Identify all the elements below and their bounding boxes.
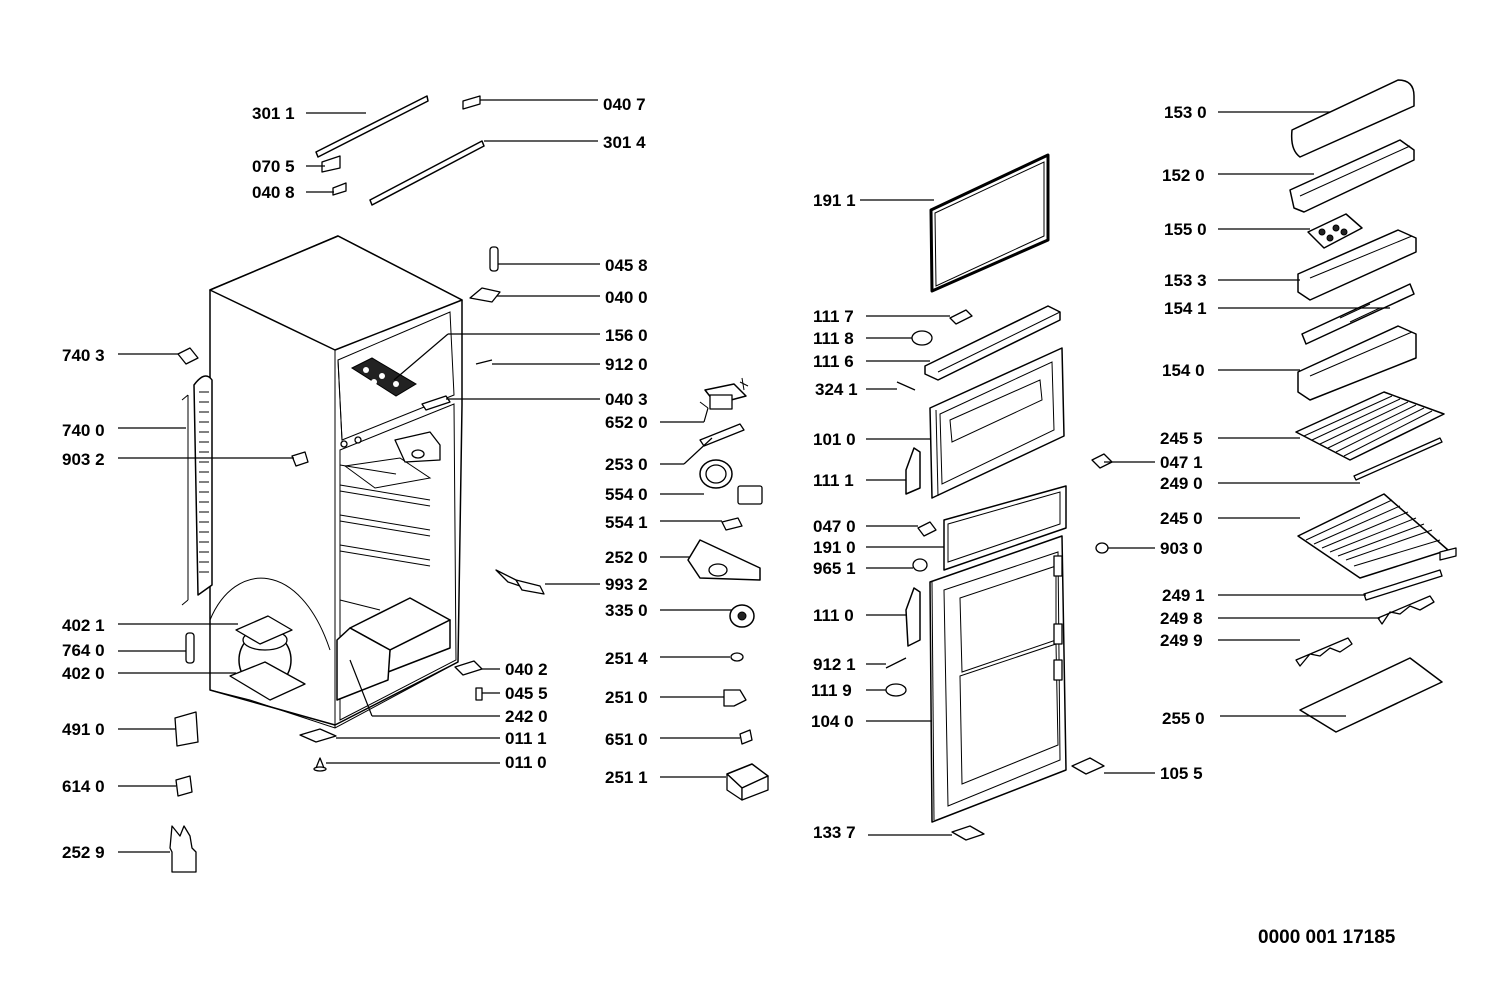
label-111-7: 111 7 bbox=[813, 307, 854, 326]
label-155-0: 155 0 bbox=[1164, 220, 1207, 239]
label-249-1: 249 1 bbox=[1162, 586, 1205, 605]
label-045-8: 045 8 bbox=[605, 256, 648, 275]
label-111-1: 111 1 bbox=[813, 471, 854, 490]
top-strips bbox=[315, 95, 485, 206]
label-965-1: 965 1 bbox=[813, 559, 856, 578]
label-040-2: 040 2 bbox=[505, 660, 548, 679]
freezer-shelf-holder bbox=[350, 357, 417, 397]
diagram-reference-number: 0000 001 17185 bbox=[1258, 927, 1396, 948]
label-133-7: 133 7 bbox=[813, 823, 856, 842]
label-105-5: 105 5 bbox=[1160, 764, 1203, 783]
small-left-parts bbox=[169, 246, 545, 873]
label-152-0: 152 0 bbox=[1162, 166, 1205, 185]
condenser-coil bbox=[181, 375, 213, 606]
label-740-3: 740 3 bbox=[62, 346, 105, 365]
label-255-0: 255 0 bbox=[1162, 709, 1205, 728]
label-402-1: 402 1 bbox=[62, 616, 105, 635]
label-101-0: 101 0 bbox=[813, 430, 856, 449]
label-070-5: 070 5 bbox=[252, 157, 295, 176]
label-156-0: 156 0 bbox=[605, 326, 648, 345]
label-251-0: 251 0 bbox=[605, 688, 648, 707]
leader-lines bbox=[118, 99, 1390, 853]
label-912-0: 912 0 bbox=[605, 355, 648, 374]
label-402-0: 402 0 bbox=[62, 664, 105, 683]
fridge-door-assembly bbox=[885, 485, 1105, 841]
side-small-parts bbox=[1091, 453, 1113, 554]
label-191-0: 191 0 bbox=[813, 538, 856, 557]
wire-shelves bbox=[1295, 391, 1457, 733]
label-554-1: 554 1 bbox=[605, 513, 648, 532]
label-040-7: 040 7 bbox=[603, 95, 646, 114]
label-153-3: 153 3 bbox=[1164, 271, 1207, 290]
label-301-4: 301 4 bbox=[603, 133, 646, 152]
label-652-0: 652 0 bbox=[605, 413, 648, 432]
shelf-rails bbox=[339, 457, 432, 567]
label-912-1: 912 1 bbox=[813, 655, 856, 674]
label-011-0: 011 0 bbox=[505, 753, 547, 772]
callout-labels: 301 1 040 7 301 4 070 5 040 8 045 8 040 … bbox=[62, 95, 1396, 948]
label-324-1: 324 1 bbox=[815, 380, 858, 399]
label-764-0: 764 0 bbox=[62, 641, 105, 660]
label-154-0: 154 0 bbox=[1162, 361, 1205, 380]
label-104-0: 104 0 bbox=[811, 712, 854, 731]
compressor bbox=[229, 615, 306, 701]
label-047-1: 047 1 bbox=[1160, 453, 1203, 472]
label-242-0: 242 0 bbox=[505, 707, 548, 726]
label-651-0: 651 0 bbox=[605, 730, 648, 749]
label-903-2: 903 2 bbox=[62, 450, 105, 469]
label-301-1: 301 1 bbox=[252, 104, 295, 123]
label-251-1: 251 1 bbox=[605, 768, 648, 787]
door-trays-and-shelves bbox=[1289, 79, 1417, 401]
label-335-0: 335 0 bbox=[605, 601, 648, 620]
label-614-0: 614 0 bbox=[62, 777, 105, 796]
label-249-9: 249 9 bbox=[1160, 631, 1203, 650]
crisper-drawers bbox=[336, 597, 451, 701]
label-903-0: 903 0 bbox=[1160, 539, 1203, 558]
label-245-5: 245 5 bbox=[1160, 429, 1203, 448]
label-154-1: 154 1 bbox=[1164, 299, 1207, 318]
label-111-9: 111 9 bbox=[811, 681, 852, 700]
label-111-6: 111 6 bbox=[813, 352, 854, 371]
thermostat bbox=[699, 377, 749, 410]
label-253-0: 253 0 bbox=[605, 455, 648, 474]
label-040-0: 040 0 bbox=[605, 288, 648, 307]
label-740-0: 740 0 bbox=[62, 421, 105, 440]
label-251-4: 251 4 bbox=[605, 649, 648, 668]
label-047-0: 047 0 bbox=[813, 517, 856, 536]
label-191-1: 191 1 bbox=[813, 191, 856, 210]
label-554-0: 554 0 bbox=[605, 485, 648, 504]
label-249-8: 249 8 bbox=[1160, 609, 1203, 628]
label-040-8: 040 8 bbox=[252, 183, 295, 202]
label-252-0: 252 0 bbox=[605, 548, 648, 567]
label-249-0: 249 0 bbox=[1160, 474, 1203, 493]
cabinet-assembly bbox=[181, 235, 463, 729]
label-252-9: 252 9 bbox=[62, 843, 105, 862]
label-011-1: 011 1 bbox=[505, 729, 547, 748]
label-111-8: 111 8 bbox=[813, 329, 854, 348]
label-045-5: 045 5 bbox=[505, 684, 548, 703]
middle-parts bbox=[687, 377, 769, 801]
label-491-0: 491 0 bbox=[62, 720, 105, 739]
label-111-0: 111 0 bbox=[813, 606, 854, 625]
label-040-3: 040 3 bbox=[605, 390, 648, 409]
label-245-0: 245 0 bbox=[1160, 509, 1203, 528]
freezer-door-assembly bbox=[896, 153, 1065, 499]
label-153-0: 153 0 bbox=[1164, 103, 1207, 122]
label-993-2: 993 2 bbox=[605, 575, 648, 594]
